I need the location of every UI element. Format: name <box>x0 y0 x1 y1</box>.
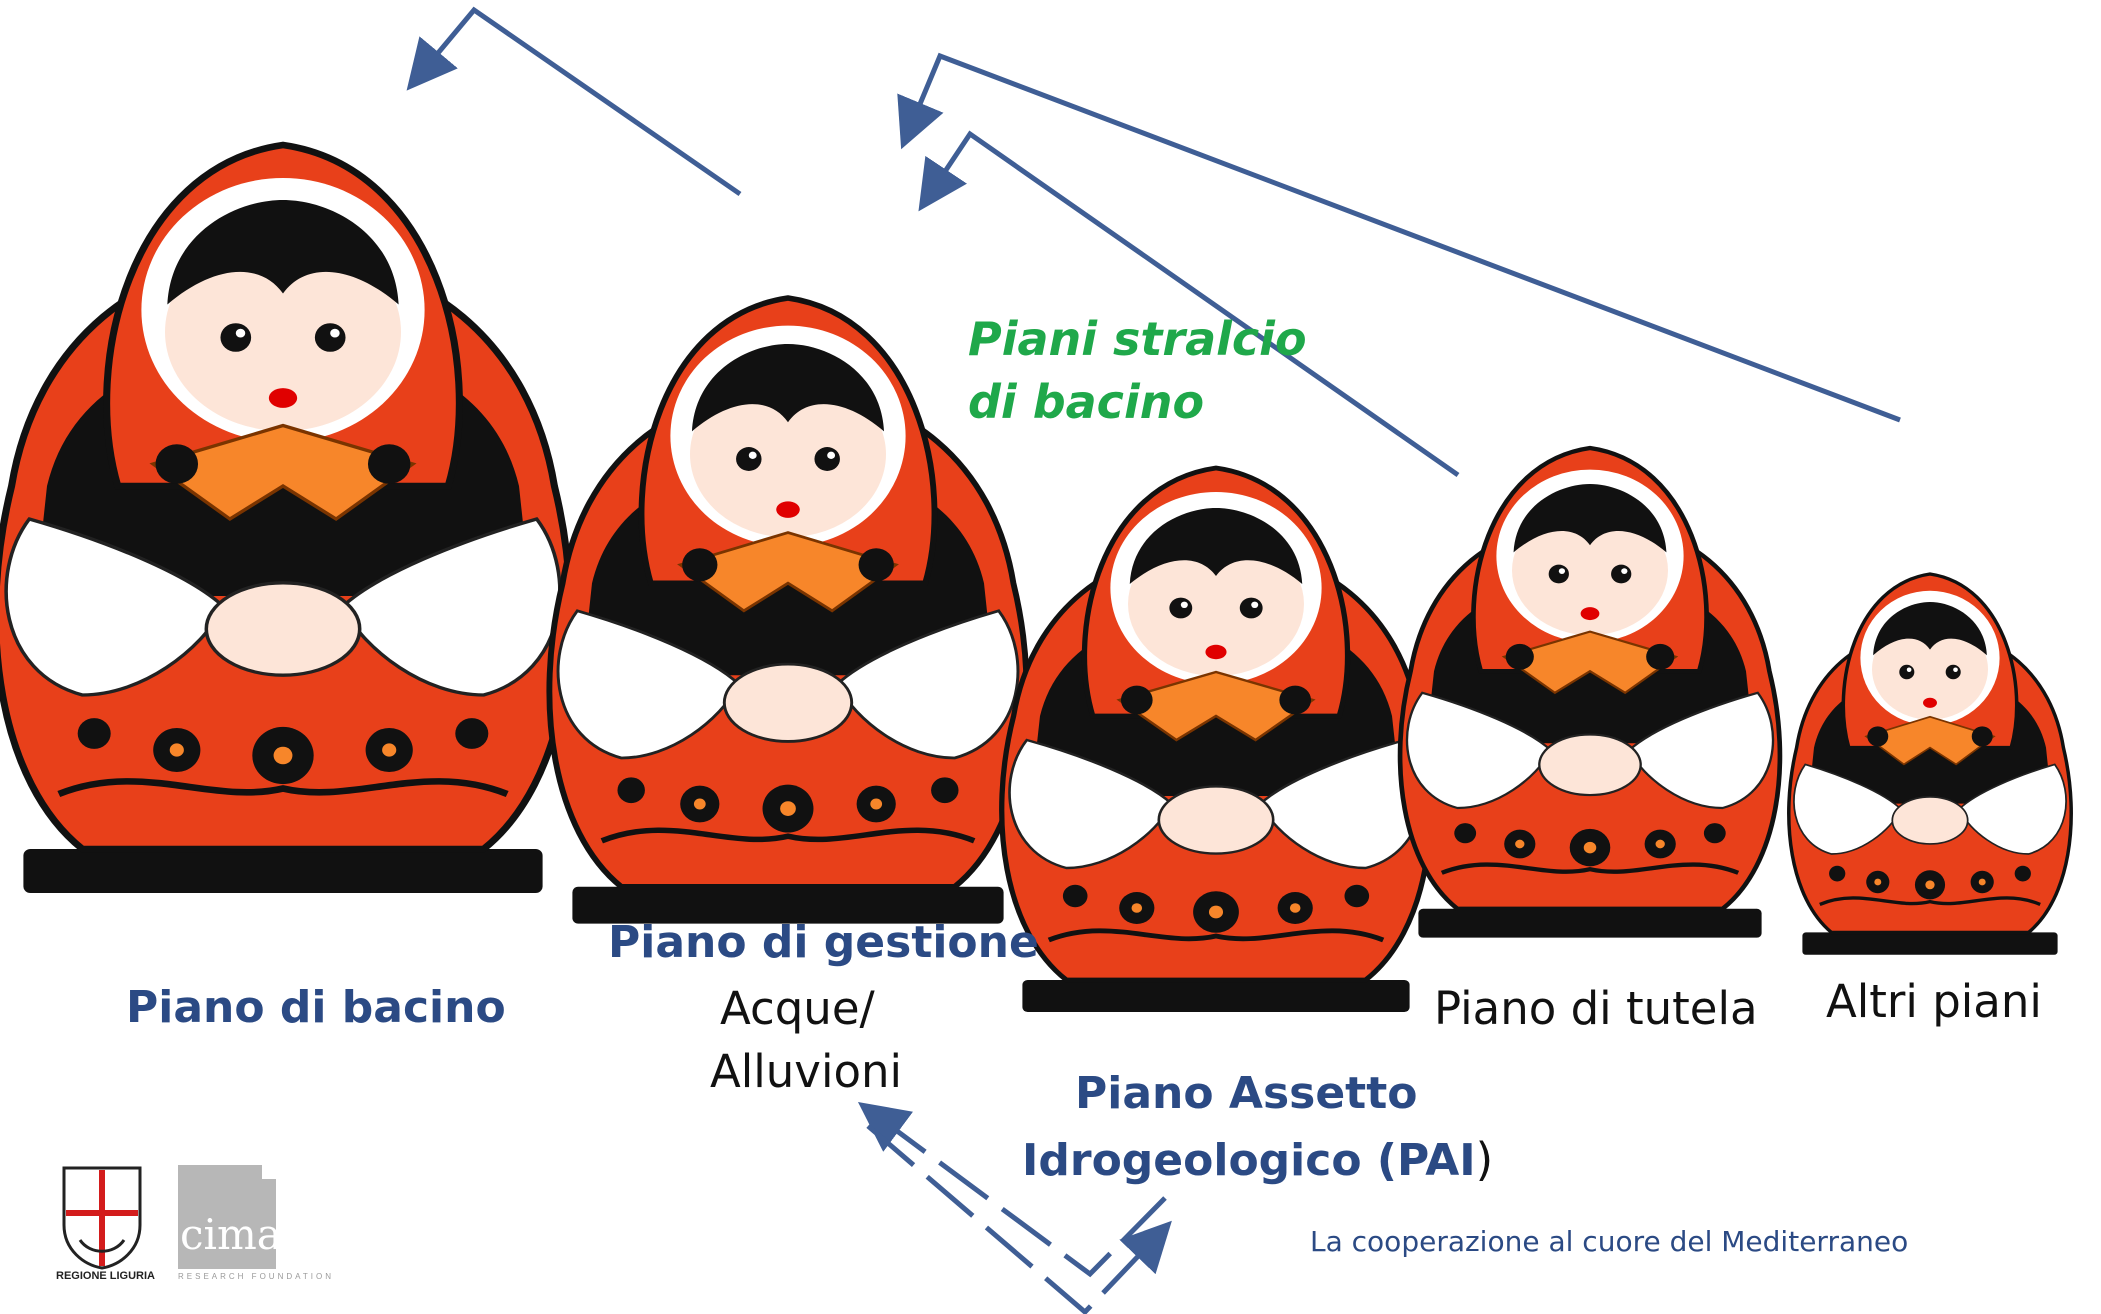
footer-tagline: La cooperazione al cuore del Mediterrane… <box>1310 1225 1908 1258</box>
matryoshka-doll-5 <box>1789 574 2071 955</box>
annotation-piani-stralcio: Piani stralcio <box>968 312 1307 366</box>
matryoshka-doll-2 <box>549 298 1026 924</box>
matryoshka-doll-3 <box>1002 468 1431 1012</box>
label-acque: Acque/ <box>720 982 875 1035</box>
label-piano-di-tutela: Piano di tutela <box>1434 982 1758 1035</box>
label-piano-assetto: Piano Assetto <box>1075 1068 1417 1119</box>
arrow-gestione-to-bacino <box>413 10 740 194</box>
label-alluvioni: Alluvioni <box>710 1045 902 1098</box>
label-idrogeologico-text: Idrogeologico (PAI <box>1022 1135 1476 1186</box>
label-idrogeologico: Idrogeologico (PAI) <box>1022 1133 1493 1186</box>
label-altri-piani: Altri piani <box>1826 975 2042 1028</box>
matryoshka-doll-1 <box>0 145 570 893</box>
annotation-di-bacino: di bacino <box>968 375 1204 429</box>
regione-liguria-label: REGIONE LIGURIA <box>56 1270 155 1282</box>
label-idrogeologico-paren: ) <box>1476 1133 1494 1186</box>
cima-subtitle: RESEARCH FOUNDATION <box>178 1272 334 1281</box>
label-piano-di-bacino: Piano di bacino <box>126 982 506 1033</box>
cima-wordmark: cima <box>180 1210 282 1259</box>
regione-liguria-logo <box>64 1168 140 1268</box>
label-piano-di-gestione: Piano di gestione <box>608 917 1039 968</box>
matryoshka-doll-4 <box>1400 448 1780 938</box>
